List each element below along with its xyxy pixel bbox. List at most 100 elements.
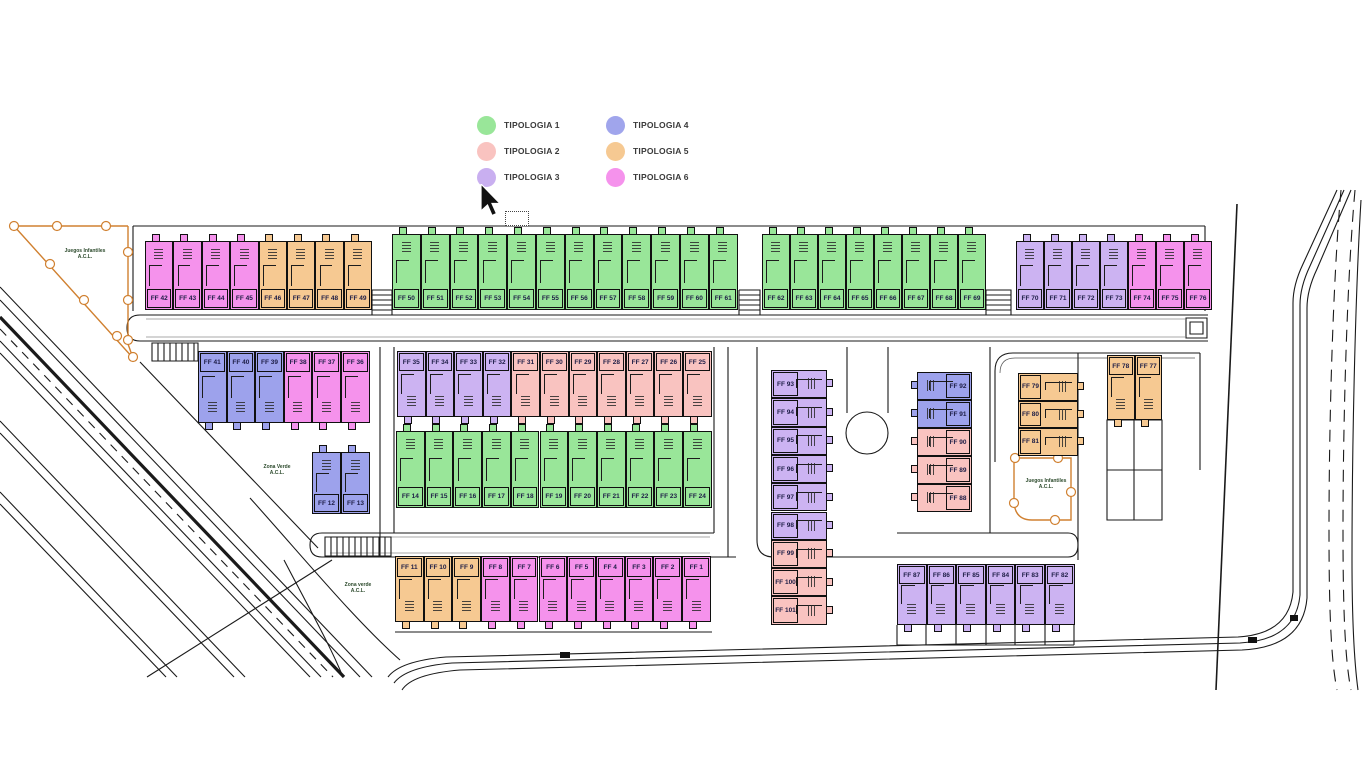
unit-ff-80[interactable]: FF 80 — [1018, 400, 1084, 428]
unit-ff-3[interactable]: FF 3 — [624, 556, 654, 629]
unit-ff-38[interactable]: FF 38 — [283, 351, 313, 430]
unit-ff-36[interactable]: FF 36 — [341, 351, 370, 430]
unit-ff-13[interactable]: FF 13 — [341, 445, 370, 514]
unit-ff-29[interactable]: FF 29 — [568, 351, 598, 424]
unit-ff-90[interactable]: FF 90 — [911, 428, 972, 456]
unit-ff-2[interactable]: FF 2 — [653, 556, 682, 629]
unit-ff-82[interactable]: FF 82 — [1045, 564, 1075, 632]
unit-ff-63[interactable]: FF 63 — [790, 227, 818, 310]
unit-ff-26[interactable]: FF 26 — [654, 351, 683, 424]
unit-ff-89[interactable]: FF 89 — [911, 456, 972, 484]
unit-ff-57[interactable]: FF 57 — [593, 227, 623, 310]
unit-ff-40[interactable]: FF 40 — [226, 351, 256, 430]
unit-ff-81[interactable]: FF 81 — [1018, 428, 1084, 456]
unit-ff-65[interactable]: FF 65 — [846, 227, 874, 310]
unit-ff-16[interactable]: FF 16 — [453, 424, 483, 508]
unit-ff-47[interactable]: FF 47 — [287, 234, 316, 310]
unit-ff-67[interactable]: FF 67 — [902, 227, 930, 310]
unit-ff-72[interactable]: FF 72 — [1072, 234, 1100, 310]
unit-ff-14[interactable]: FF 14 — [396, 424, 425, 508]
unit-ff-1[interactable]: FF 1 — [682, 556, 711, 629]
unit-ff-100[interactable]: FF 100 — [771, 568, 833, 597]
unit-ff-86[interactable]: FF 86 — [926, 564, 957, 632]
unit-ff-84[interactable]: FF 84 — [985, 564, 1016, 632]
unit-ff-19[interactable]: FF 19 — [539, 424, 569, 508]
unit-ff-69[interactable]: FF 69 — [958, 227, 986, 310]
unit-ff-91[interactable]: FF 91 — [911, 400, 972, 428]
unit-ff-24[interactable]: FF 24 — [683, 424, 712, 508]
unit-ff-25[interactable]: FF 25 — [683, 351, 712, 424]
unit-ff-12[interactable]: FF 12 — [312, 445, 341, 514]
unit-ff-44[interactable]: FF 44 — [201, 234, 231, 310]
unit-ff-54[interactable]: FF 54 — [507, 227, 536, 310]
unit-ff-88[interactable]: FF 88 — [911, 484, 972, 512]
unit-ff-56[interactable]: FF 56 — [564, 227, 594, 310]
unit-ff-49[interactable]: FF 49 — [343, 234, 373, 310]
unit-ff-42[interactable]: FF 42 — [145, 234, 174, 310]
unit-ff-53[interactable]: FF 53 — [478, 227, 508, 310]
unit-ff-10[interactable]: FF 10 — [423, 556, 453, 629]
unit-ff-61[interactable]: FF 61 — [708, 227, 738, 310]
unit-ff-20[interactable]: FF 20 — [568, 424, 597, 508]
unit-ff-46[interactable]: FF 46 — [258, 234, 287, 310]
unit-ff-92[interactable]: FF 92 — [911, 372, 972, 400]
unit-ff-101[interactable]: FF 101 — [771, 596, 833, 625]
unit-ff-22[interactable]: FF 22 — [625, 424, 655, 508]
unit-ff-28[interactable]: FF 28 — [597, 351, 626, 424]
unit-ff-76[interactable]: FF 76 — [1184, 234, 1212, 310]
unit-ff-37[interactable]: FF 37 — [312, 351, 341, 430]
unit-ff-48[interactable]: FF 48 — [315, 234, 344, 310]
unit-ff-27[interactable]: FF 27 — [625, 351, 655, 424]
unit-ff-5[interactable]: FF 5 — [567, 556, 596, 629]
unit-ff-35[interactable]: FF 35 — [397, 351, 426, 424]
unit-ff-71[interactable]: FF 71 — [1044, 234, 1072, 310]
unit-ff-59[interactable]: FF 59 — [651, 227, 680, 310]
unit-ff-66[interactable]: FF 66 — [874, 227, 902, 310]
unit-ff-75[interactable]: FF 75 — [1156, 234, 1184, 310]
unit-ff-4[interactable]: FF 4 — [595, 556, 625, 629]
unit-ff-23[interactable]: FF 23 — [654, 424, 683, 508]
unit-ff-73[interactable]: FF 73 — [1100, 234, 1128, 310]
unit-ff-70[interactable]: FF 70 — [1016, 234, 1044, 310]
unit-ff-31[interactable]: FF 31 — [511, 351, 540, 424]
unit-ff-21[interactable]: FF 21 — [596, 424, 626, 508]
unit-ff-6[interactable]: FF 6 — [538, 556, 568, 629]
unit-ff-93[interactable]: FF 93 — [771, 370, 833, 399]
unit-ff-7[interactable]: FF 7 — [509, 556, 539, 629]
unit-ff-52[interactable]: FF 52 — [449, 227, 479, 310]
unit-ff-79[interactable]: FF 79 — [1018, 373, 1084, 401]
unit-ff-68[interactable]: FF 68 — [930, 227, 958, 310]
unit-ff-39[interactable]: FF 39 — [255, 351, 284, 430]
unit-ff-55[interactable]: FF 55 — [536, 227, 565, 310]
unit-ff-99[interactable]: FF 99 — [771, 539, 833, 569]
unit-ff-64[interactable]: FF 64 — [818, 227, 846, 310]
unit-ff-62[interactable]: FF 62 — [762, 227, 790, 310]
unit-ff-58[interactable]: FF 58 — [622, 227, 652, 310]
unit-ff-87[interactable]: FF 87 — [897, 564, 927, 632]
unit-ff-85[interactable]: FF 85 — [956, 564, 986, 632]
unit-ff-95[interactable]: FF 95 — [771, 426, 833, 455]
unit-ff-50[interactable]: FF 50 — [392, 227, 421, 310]
unit-ff-43[interactable]: FF 43 — [173, 234, 202, 310]
unit-ff-34[interactable]: FF 34 — [425, 351, 455, 424]
unit-ff-97[interactable]: FF 97 — [771, 483, 833, 512]
unit-ff-78[interactable]: FF 78 — [1107, 355, 1135, 427]
unit-ff-94[interactable]: FF 94 — [771, 398, 833, 427]
unit-ff-33[interactable]: FF 33 — [454, 351, 483, 424]
unit-ff-83[interactable]: FF 83 — [1015, 564, 1045, 632]
unit-ff-15[interactable]: FF 15 — [424, 424, 454, 508]
unit-ff-96[interactable]: FF 96 — [771, 454, 833, 484]
unit-ff-74[interactable]: FF 74 — [1128, 234, 1156, 310]
unit-ff-45[interactable]: FF 45 — [230, 234, 259, 310]
unit-ff-11[interactable]: FF 11 — [395, 556, 424, 629]
unit-ff-18[interactable]: FF 18 — [510, 424, 540, 508]
unit-ff-60[interactable]: FF 60 — [680, 227, 709, 310]
unit-ff-9[interactable]: FF 9 — [452, 556, 482, 629]
unit-ff-51[interactable]: FF 51 — [420, 227, 450, 310]
unit-ff-41[interactable]: FF 41 — [198, 351, 227, 430]
unit-ff-32[interactable]: FF 32 — [482, 351, 512, 424]
unit-ff-17[interactable]: FF 17 — [482, 424, 511, 508]
unit-ff-30[interactable]: FF 30 — [540, 351, 569, 424]
unit-ff-8[interactable]: FF 8 — [481, 556, 510, 629]
unit-ff-77[interactable]: FF 77 — [1134, 355, 1162, 427]
